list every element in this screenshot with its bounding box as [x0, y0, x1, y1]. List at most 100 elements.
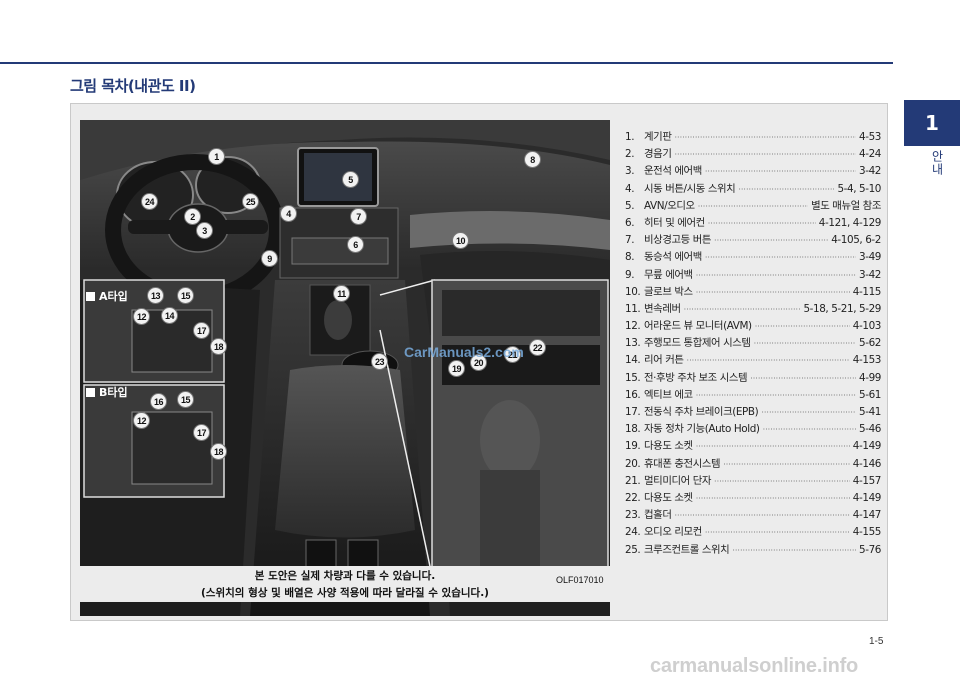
toc-list: 1.계기판4-53 2.경음기4-24 3.운전석 에어백3-42 4.시동 버… [625, 128, 881, 558]
toc-item[interactable]: 15.전·후방 주차 보조 시스템 4-99 [625, 369, 881, 386]
toc-item[interactable]: 22.다용도 소켓4-149 [625, 489, 881, 506]
toc-item[interactable]: 23.컵홀더4-147 [625, 506, 881, 523]
callout-b-16: 16 [150, 393, 167, 410]
toc-item[interactable]: 2.경음기4-24 [625, 145, 881, 162]
interior-photo [80, 120, 610, 616]
toc-leader [696, 494, 850, 503]
callout-b-17: 17 [193, 424, 210, 441]
toc-num: 3. [625, 165, 635, 178]
chapter-tab[interactable]: 1 [904, 100, 960, 146]
caption-line-1: 본 도안은 실제 차량과 다를 수 있습니다. [254, 570, 436, 582]
toc-leader [763, 425, 856, 434]
toc-page: 4-115 [852, 285, 882, 298]
callout-19: 19 [448, 360, 465, 377]
toc-label: 변속레버 [644, 302, 681, 315]
toc-item[interactable]: 3.운전석 에어백3-42 [625, 162, 881, 179]
callout-2: 2 [184, 208, 201, 225]
toc-label: 글로브 박스 [644, 285, 693, 298]
toc-label: 컵홀더 [644, 509, 672, 522]
toc-num: 22. [625, 491, 641, 504]
callout-10: 10 [452, 232, 469, 249]
inset-gear-base [480, 470, 540, 580]
toc-leader [674, 150, 856, 159]
toc-item[interactable]: 6.히터 및 에어컨4-121, 4-129 [625, 214, 881, 231]
callout-6: 6 [347, 236, 364, 253]
toc-page: 4-155 [852, 526, 882, 539]
inset-b-label-text: B타입 [99, 386, 128, 399]
toc-item[interactable]: 19.다용도 소켓4-149 [625, 437, 881, 454]
toc-page: 5-76 [859, 543, 881, 556]
toc-item[interactable]: 20.휴대폰 충전시스템4-146 [625, 455, 881, 472]
toc-item[interactable]: 14.리어 커튼4-153 [625, 351, 881, 368]
callout-a-15: 15 [177, 287, 194, 304]
inset-console-buttons [442, 290, 600, 336]
toc-label: 운전석 에어백 [644, 165, 702, 178]
toc-item[interactable]: 25.크루즈컨트롤 스위치5-76 [625, 541, 881, 558]
gear-knob [324, 300, 352, 340]
toc-item[interactable]: 4. 시동 버튼/시동 스위치 5-4, 5-10 [625, 180, 881, 197]
toc-num: 15. [625, 371, 641, 384]
callout-20: 20 [470, 354, 487, 371]
toc-leader [698, 202, 808, 211]
toc-num: 19. [625, 440, 641, 453]
figure-caption: 본 도안은 실제 차량과 다를 수 있습니다. (스위치의 형상 및 배열은 사… [80, 566, 610, 602]
toc-item[interactable]: 18.자동 정차 기능(Auto Hold)5-46 [625, 420, 881, 437]
toc-label: 시동 버튼/시동 스위치 [644, 182, 736, 195]
callout-a-18: 18 [210, 338, 227, 355]
callout-a-12: 12 [133, 308, 150, 325]
toc-item[interactable]: 12.어라운드 뷰 모니터(AVM)4-103 [625, 317, 881, 334]
toc-page: 5-61 [859, 388, 881, 401]
toc-item[interactable]: 17.전동식 주차 브레이크(EPB)5-41 [625, 403, 881, 420]
toc-label: 경음기 [644, 148, 672, 161]
callout-b-18: 18 [210, 443, 227, 460]
toc-page: 4-153 [852, 354, 882, 367]
toc-item[interactable]: 13.주행모드 통합제어 시스템5-62 [625, 334, 881, 351]
toc-item[interactable]: 21.멀티미디어 단자4-157 [625, 472, 881, 489]
toc-item[interactable]: 9.무릎 에어백3-42 [625, 266, 881, 283]
toc-page: 4-147 [852, 509, 882, 522]
toc-item[interactable]: 8.동승석 에어백3-49 [625, 248, 881, 265]
toc-leader [755, 322, 850, 331]
interior-illustration [80, 120, 610, 616]
toc-item[interactable]: 11.변속레버5-18, 5-21, 5-29 [625, 300, 881, 317]
callout-11: 11 [333, 285, 350, 302]
callout-22: 22 [529, 339, 546, 356]
toc-page: 별도 매뉴얼 참조 [811, 199, 881, 212]
armrest [275, 365, 415, 538]
toc-item[interactable]: 1.계기판4-53 [625, 128, 881, 145]
toc-page: 4-24 [859, 148, 881, 161]
toc-item[interactable]: 24.오디오 리모컨4-155 [625, 523, 881, 540]
callout-a-13: 13 [147, 287, 164, 304]
toc-page: 4-149 [852, 491, 882, 504]
toc-leader [750, 374, 856, 383]
toc-page: 4-53 [859, 131, 881, 143]
toc-label: 휴대폰 충전시스템 [644, 457, 721, 470]
inset-leader-top [379, 279, 436, 296]
toc-num: 9. [625, 268, 635, 281]
toc-num: 12. [625, 320, 641, 333]
toc-item[interactable]: 16.엑티브 에코5-61 [625, 386, 881, 403]
toc-item[interactable]: 10.글로브 박스4-115 [625, 283, 881, 300]
callout-b-15: 15 [177, 391, 194, 408]
toc-page: 5-46 [859, 423, 881, 436]
toc-leader [705, 253, 856, 262]
toc-label: 전동식 주차 브레이크(EPB) [644, 406, 759, 418]
toc-label: 주행모드 통합제어 시스템 [644, 337, 751, 350]
toc-num: 4. [625, 182, 635, 195]
toc-page: 4-99 [859, 371, 881, 384]
callout-23: 23 [371, 353, 388, 370]
page-title: 그림 목차(내관도 II) [70, 77, 196, 95]
upper-dash [80, 120, 610, 180]
toc-num: 14. [625, 354, 641, 367]
toc-label: 비상경고등 버튼 [644, 234, 712, 247]
top-rule [0, 62, 893, 64]
toc-item[interactable]: 5.AVN/오디오별도 매뉴얼 참조 [625, 197, 881, 214]
inset-a-label-text: A타입 [99, 290, 128, 303]
inset-a-label: A타입 [86, 288, 128, 304]
toc-page: 5-4, 5-10 [837, 182, 881, 195]
toc-label: 오디오 리모컨 [644, 526, 702, 539]
caption-line-2: (스위치의 형상 및 배열은 사양 적용에 따라 달라질 수 있습니다.) [201, 587, 489, 599]
toc-item[interactable]: 7.비상경고등 버튼4-105, 6-2 [625, 231, 881, 248]
toc-label: 전·후방 주차 보조 시스템 [644, 371, 748, 384]
toc-leader [674, 511, 849, 520]
